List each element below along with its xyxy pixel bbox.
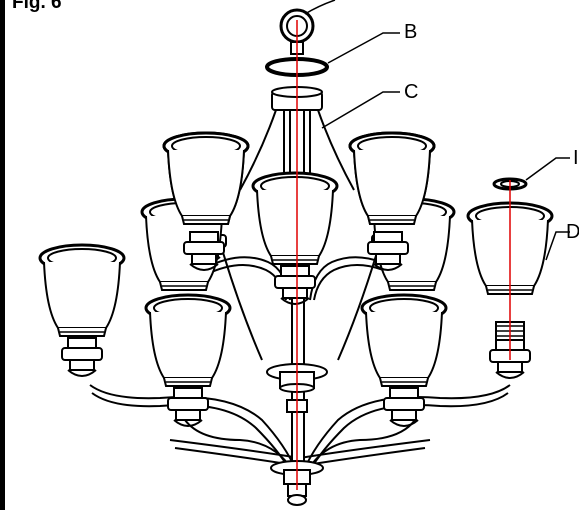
- callout-c: C: [404, 81, 419, 103]
- callout-b: B: [404, 21, 418, 43]
- callout-d: D: [566, 221, 579, 243]
- lamp-center: [251, 171, 339, 305]
- left-border-rule: [0, 0, 5, 510]
- callout-i: I: [573, 147, 579, 169]
- assembly-axis-lines: [296, 20, 511, 490]
- callout-leaders: [304, 0, 570, 261]
- figure-label: Fig. 6: [12, 0, 62, 13]
- lamp-lower-far-left: [38, 243, 126, 377]
